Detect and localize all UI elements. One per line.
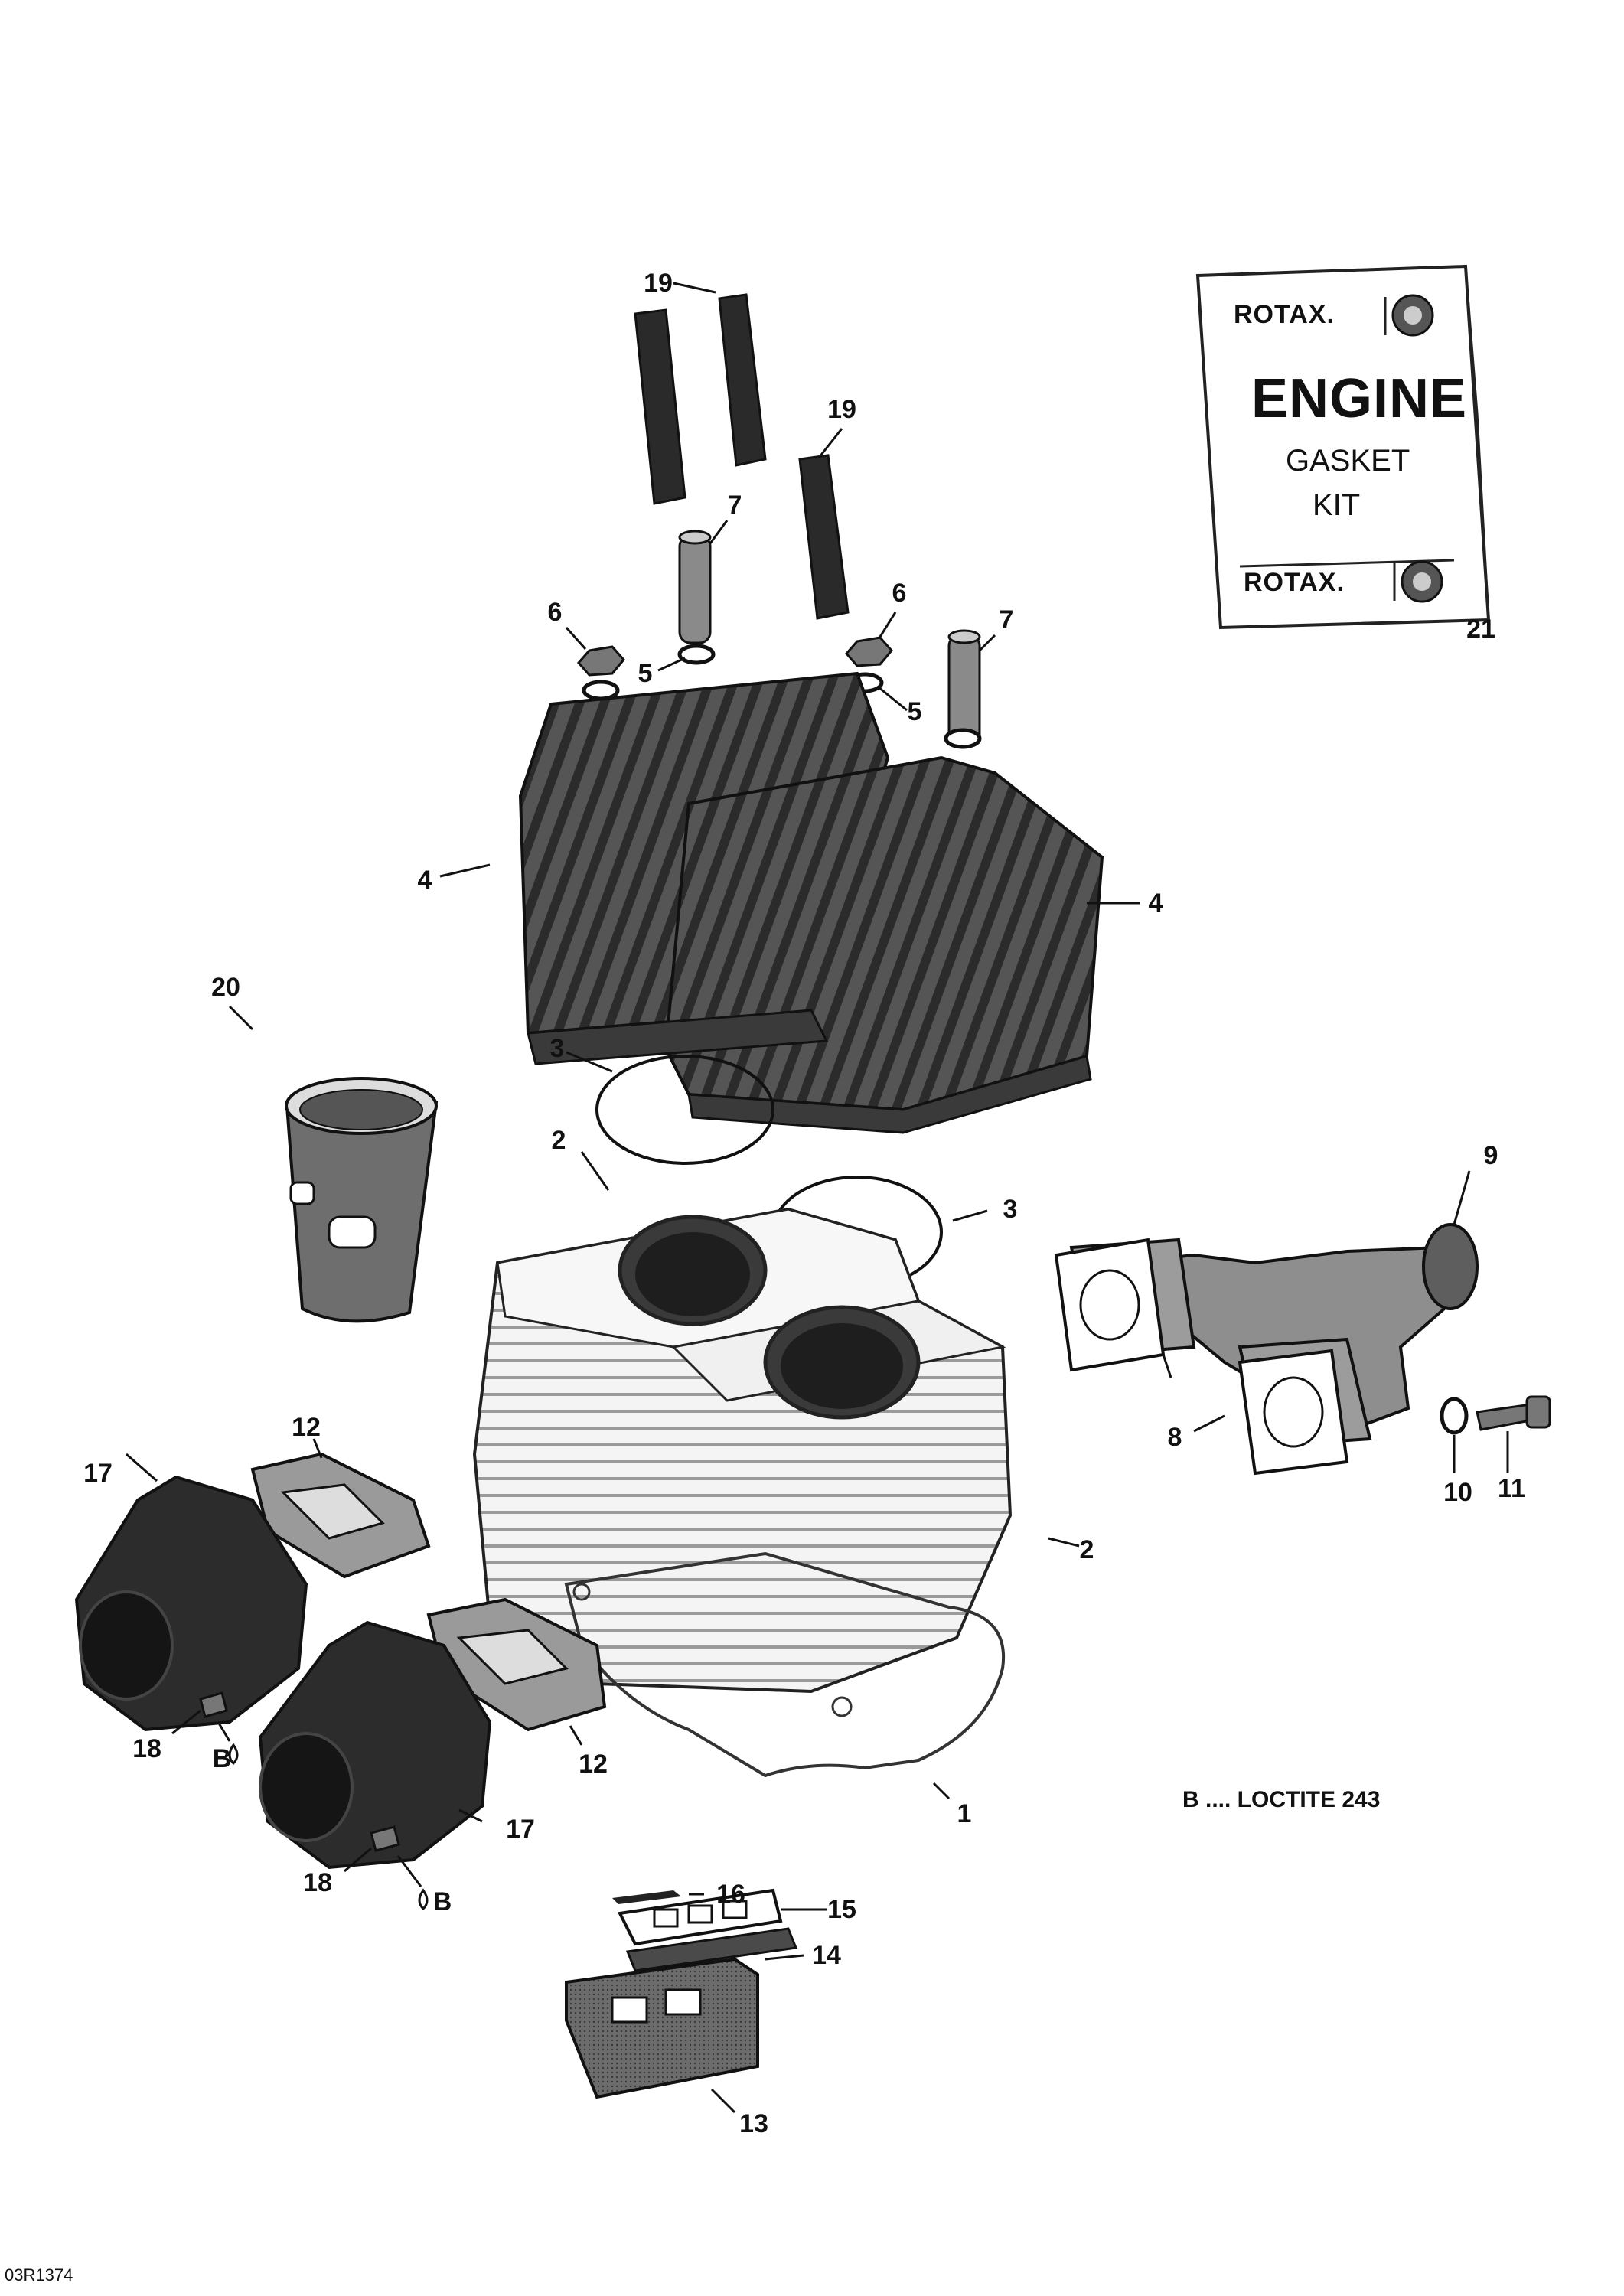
callout-12: 12: [292, 1413, 321, 1442]
loctite-drop-icon: [228, 1743, 239, 1766]
loctite-b-mark: B: [212, 1744, 232, 1773]
figure-code: 03R1374: [5, 2265, 73, 2285]
callout-3: 3: [549, 1034, 565, 1063]
part-8-exhaust-gaskets: [1054, 1238, 1349, 1476]
callout-7: 7: [999, 605, 1014, 634]
part-19-strips: [634, 282, 850, 620]
part-13-16-reed-valve: [565, 1888, 827, 2114]
part-10-11-washer-screw: [1440, 1395, 1551, 1473]
callout-8: 8: [1167, 1423, 1182, 1452]
callout-6: 6: [547, 598, 563, 627]
callout-3: 3: [1003, 1195, 1018, 1224]
callout-9: 9: [1483, 1141, 1498, 1170]
loctite-note: B .... LOCTITE 243: [1182, 1787, 1381, 1812]
kit-brand-top: ROTAX.: [1234, 300, 1335, 329]
callout-19: 19: [644, 269, 673, 298]
kit-brand-bottom: ROTAX.: [1244, 568, 1345, 597]
callout-1: 1: [957, 1799, 972, 1828]
callout-5: 5: [638, 659, 653, 688]
callout-13: 13: [739, 2109, 768, 2138]
callout-6: 6: [892, 579, 907, 608]
callout-18: 18: [303, 1868, 332, 1897]
callout-12: 12: [579, 1750, 608, 1779]
gasket-kit-box: [1195, 264, 1491, 630]
callout-2: 2: [1079, 1535, 1094, 1564]
callout-17: 17: [506, 1815, 535, 1844]
loctite-drop-icon: [418, 1888, 429, 1911]
callout-2: 2: [551, 1126, 566, 1155]
callout-16: 16: [716, 1880, 745, 1909]
part-2-cylinder-block: [472, 1151, 1080, 1694]
callout-15: 15: [827, 1895, 856, 1924]
callout-21: 21: [1466, 615, 1495, 644]
callout-19: 19: [827, 395, 856, 424]
callout-11: 11: [1498, 1474, 1525, 1503]
part-18-screws: [171, 1691, 429, 1911]
callout-7: 7: [727, 491, 742, 520]
loctite-b-mark: B: [432, 1887, 452, 1916]
part-20-sleeve: [228, 1005, 439, 1323]
callout-4: 4: [1148, 889, 1163, 918]
part-4-cylinder-heads: [439, 671, 1140, 1134]
callout-5: 5: [907, 697, 922, 726]
callout-14: 14: [812, 1941, 841, 1970]
callout-20: 20: [211, 973, 240, 1002]
kit-title: ENGINE: [1251, 368, 1468, 429]
part-7-sleeves: [678, 520, 996, 748]
part-1-base-gasket: [564, 1551, 1006, 1800]
callout-18: 18: [132, 1734, 161, 1763]
callout-4: 4: [417, 866, 432, 895]
callout-17: 17: [83, 1459, 113, 1488]
kit-line-gasket: GASKET: [1286, 444, 1410, 478]
part-17-intake-adaptors: [74, 1453, 492, 1870]
kit-line-kit: KIT: [1313, 488, 1361, 522]
callout-10: 10: [1443, 1478, 1472, 1507]
